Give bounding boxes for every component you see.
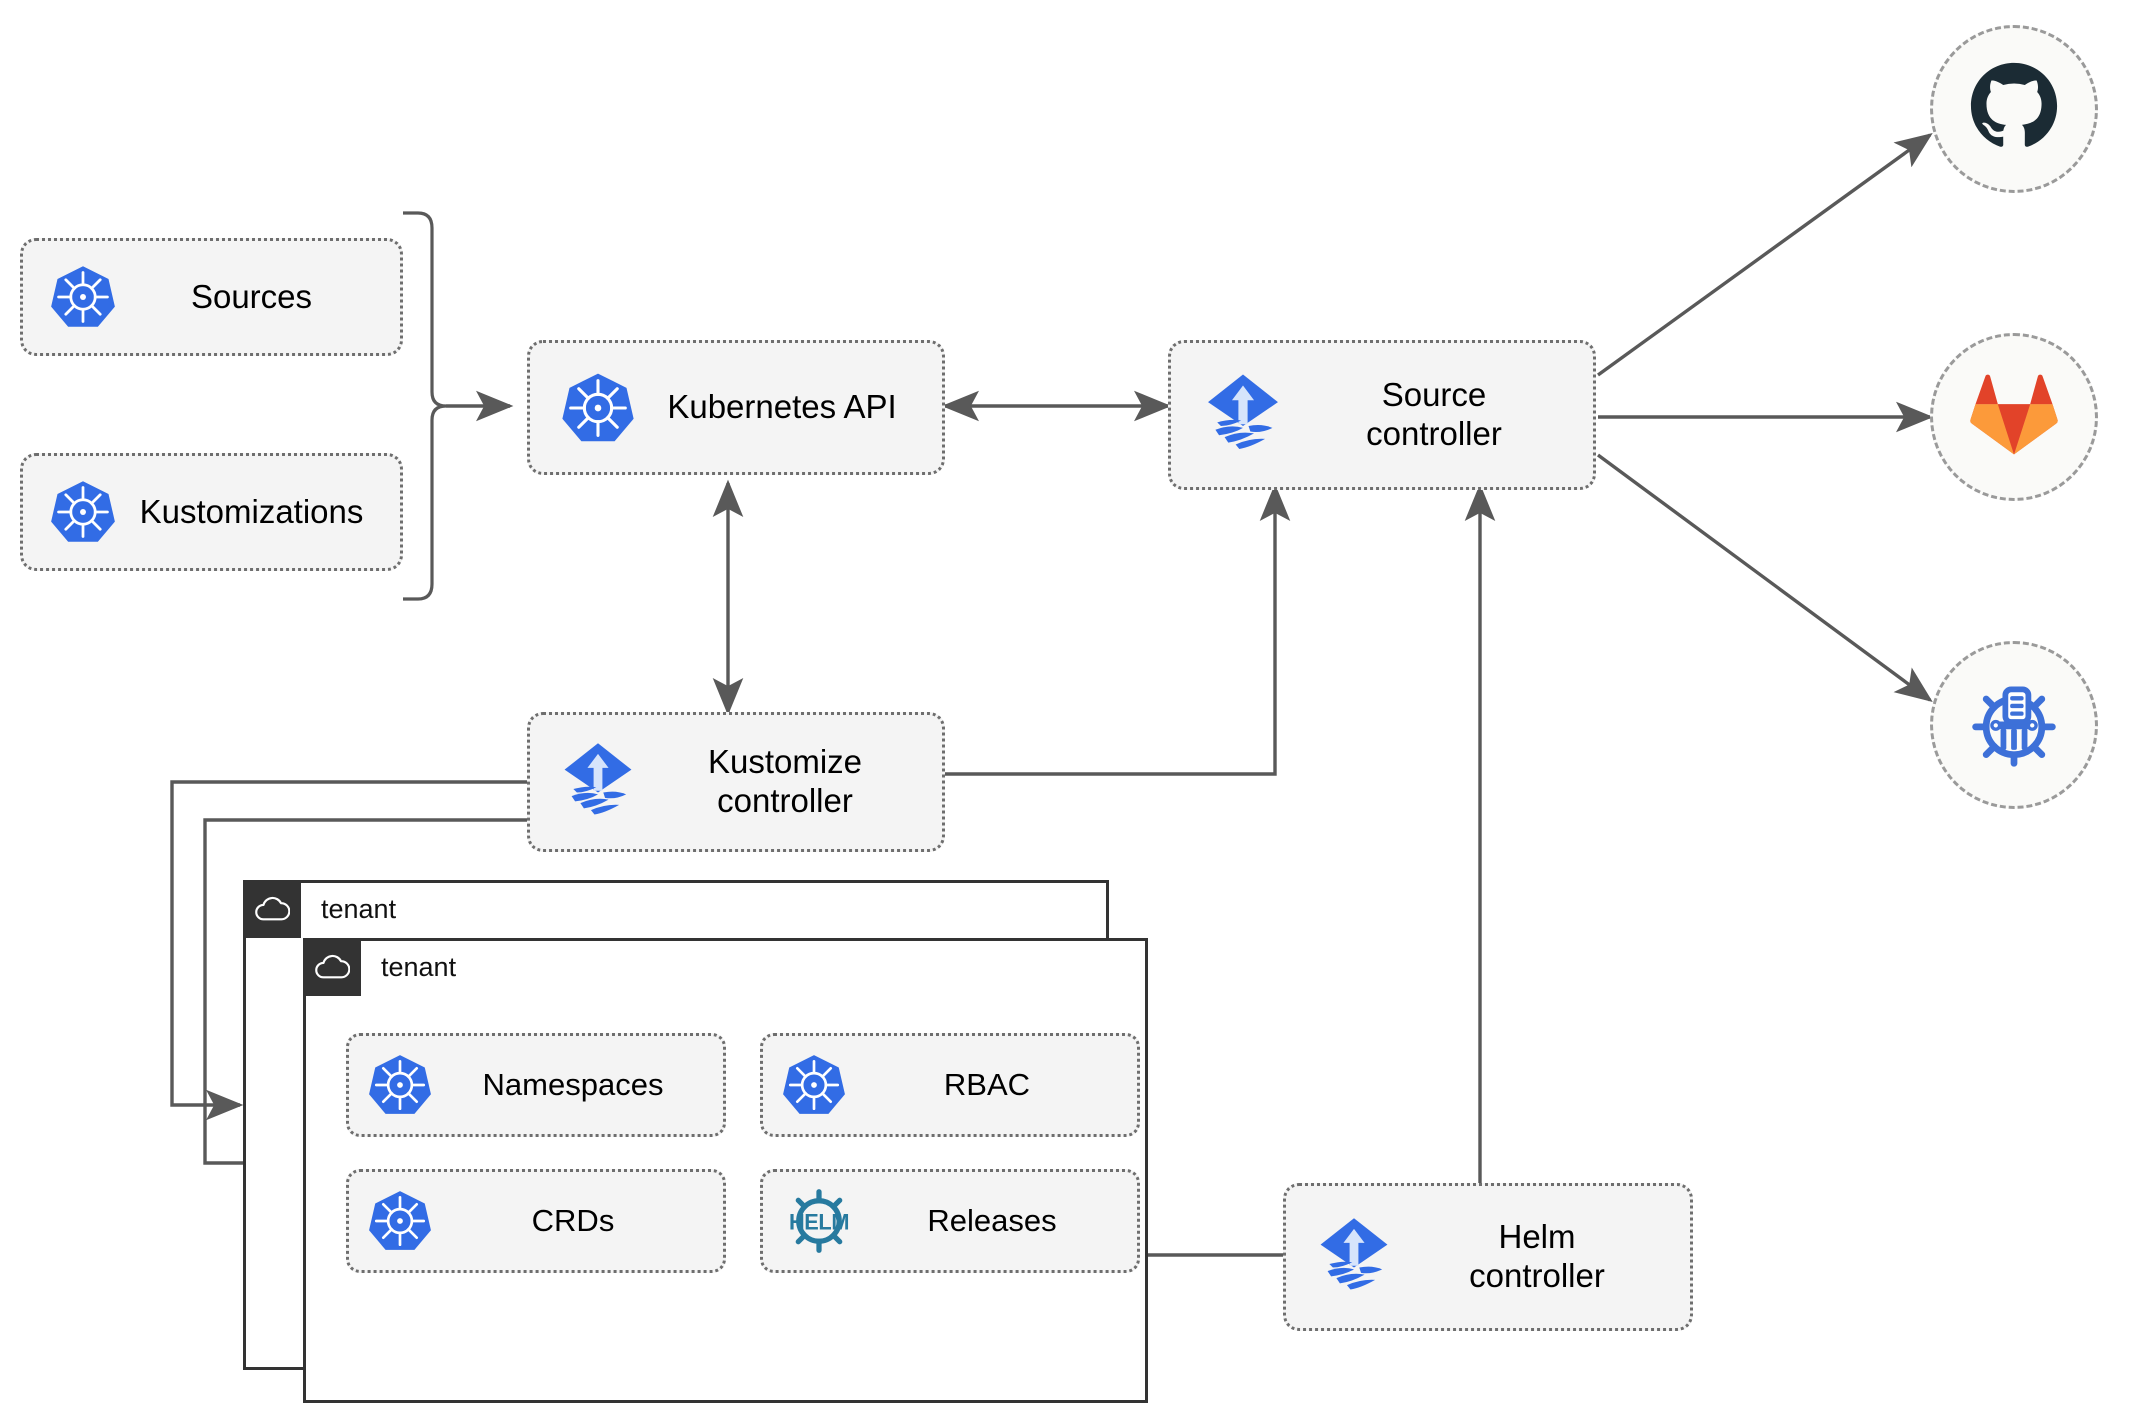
tenant-tab-back-label: tenant xyxy=(321,893,397,924)
wire-source-to-github xyxy=(1597,133,1933,377)
tenant-tab-front[interactable]: tenant xyxy=(303,938,456,996)
helm-icon: HELM xyxy=(763,1185,857,1257)
provider-gitlab[interactable] xyxy=(1930,333,2098,501)
flux-icon xyxy=(530,738,642,826)
node-kustomize-controller-label: Kustomize controller xyxy=(707,743,863,819)
svg-text:HELM: HELM xyxy=(789,1209,849,1234)
kubernetes-icon xyxy=(23,263,117,331)
flux-icon xyxy=(1286,1213,1398,1301)
flux-icon xyxy=(1171,369,1289,461)
gitlab-icon xyxy=(1969,372,2059,463)
tenant-resource-grid: Namespaces xyxy=(346,1033,1140,1273)
node-sources[interactable]: Sources xyxy=(20,238,403,356)
node-kustomizations-label: Kustomizations xyxy=(139,492,364,530)
kubernetes-icon xyxy=(23,478,117,546)
resource-releases[interactable]: HELM Releases xyxy=(760,1169,1140,1273)
tenant-tab-back[interactable]: tenant xyxy=(243,880,396,938)
tenant-window-front[interactable]: tenant xyxy=(303,938,1148,1403)
kubernetes-icon xyxy=(530,370,636,446)
resource-crds[interactable]: CRDs xyxy=(346,1169,726,1273)
provider-github[interactable] xyxy=(1930,25,2098,193)
resource-rbac[interactable]: RBAC xyxy=(760,1033,1140,1137)
helm-chart-repository-icon xyxy=(1966,675,2062,776)
node-kubernetes-api[interactable]: Kubernetes API xyxy=(527,340,945,475)
resource-crds-label: CRDs xyxy=(531,1203,615,1238)
node-helm-controller-label: Helm controller xyxy=(1469,1218,1605,1294)
resource-releases-label: Releases xyxy=(927,1203,1057,1238)
provider-helm-repository[interactable] xyxy=(1930,641,2098,809)
kubernetes-icon xyxy=(763,1052,847,1118)
brace-sources-group xyxy=(403,211,447,601)
cloud-icon xyxy=(303,938,361,996)
node-kustomizations[interactable]: Kustomizations xyxy=(20,453,403,571)
kubernetes-icon xyxy=(349,1052,433,1118)
node-kubernetes-api-label: Kubernetes API xyxy=(667,388,897,426)
resource-namespaces-label: Namespaces xyxy=(482,1067,664,1102)
node-helm-controller[interactable]: Helm controller xyxy=(1283,1183,1693,1331)
node-kustomize-controller[interactable]: Kustomize controller xyxy=(527,712,945,852)
node-source-controller[interactable]: Source controller xyxy=(1168,340,1596,490)
github-icon xyxy=(1968,61,2060,158)
wire-kustomize-to-sourcecontroller xyxy=(945,483,1291,776)
resource-namespaces[interactable]: Namespaces xyxy=(346,1033,726,1137)
cloud-icon xyxy=(243,880,301,938)
wire-source-to-helm-repository xyxy=(1596,453,1933,703)
kubernetes-icon xyxy=(349,1188,433,1254)
node-source-controller-label: Source controller xyxy=(1366,376,1502,452)
node-sources-label: Sources xyxy=(190,277,313,315)
resource-rbac-label: RBAC xyxy=(943,1067,1031,1102)
tenant-tab-front-label: tenant xyxy=(381,951,457,982)
